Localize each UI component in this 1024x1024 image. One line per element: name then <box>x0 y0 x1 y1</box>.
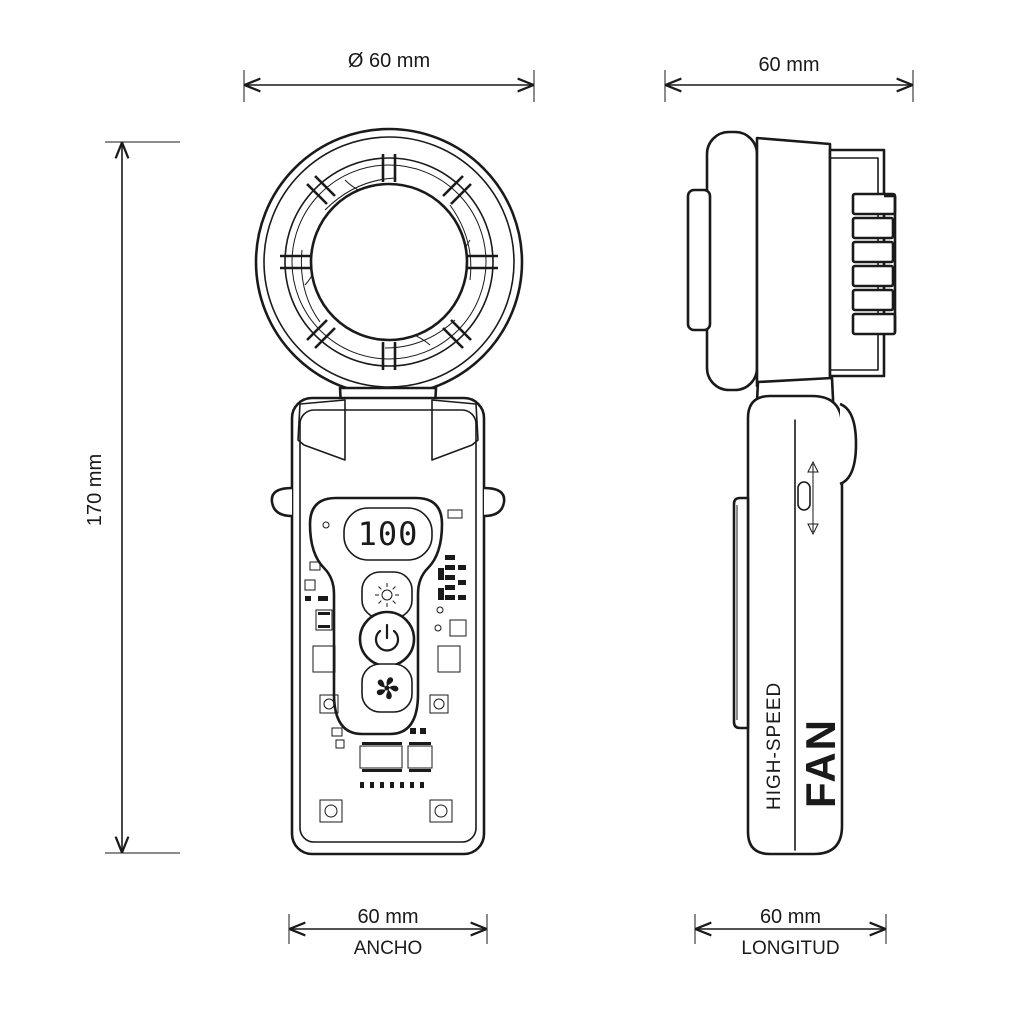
front-bottom-dimension-label: 60 mm <box>357 906 419 928</box>
side-bottom-caption: LONGITUD <box>741 938 840 959</box>
display-readout: 100 <box>357 515 419 553</box>
front-top-dimension-line <box>243 70 535 102</box>
fan-icon <box>376 677 399 700</box>
front-view <box>254 127 524 856</box>
up-down-arrow-icon <box>807 460 819 536</box>
front-bottom-caption: ANCHO <box>353 938 423 959</box>
height-dimension-line <box>105 141 180 854</box>
power-icon <box>374 623 400 652</box>
brand-line-large: FAN <box>797 718 844 808</box>
front-top-dimension-label: Ø 60 mm <box>347 50 431 72</box>
height-dimension-label: 170 mm <box>84 453 106 527</box>
side-bottom-dimension-label: 60 mm <box>759 906 822 928</box>
side-top-dimension-label: 60 mm <box>758 54 820 76</box>
brand-line-small: HIGH-SPEED <box>764 681 785 810</box>
side-view <box>686 130 897 856</box>
sun-icon <box>375 583 399 607</box>
side-bottom-dimension-line <box>694 914 887 944</box>
side-top-dimension-line <box>664 70 914 102</box>
front-bottom-dimension-line <box>288 914 488 944</box>
